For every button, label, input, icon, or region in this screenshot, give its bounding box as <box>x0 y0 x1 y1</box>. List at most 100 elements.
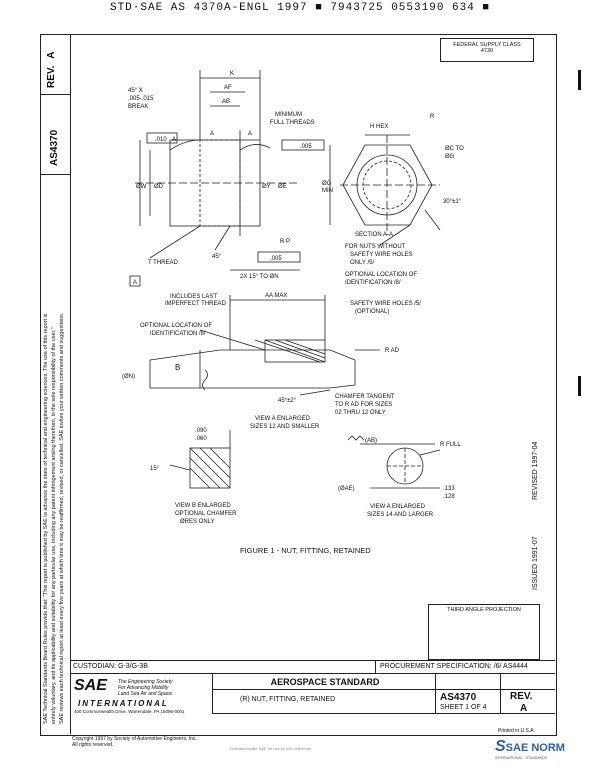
label-dia-c: ØC TO <box>445 146 464 152</box>
sheet-number: SHEET 1 OF 4 <box>440 704 487 711</box>
copyright: Copyright 1997 by Society of Automotive … <box>72 736 197 742</box>
printed-in: Printed in U.S.A. <box>498 728 535 734</box>
label-45-2: 45°±2° <box>278 398 297 404</box>
fsc-value: 4730 <box>480 48 494 54</box>
break-mark <box>202 369 208 391</box>
label-min: MIN <box>322 188 333 194</box>
third-angle-label: THIRD ANGLE PROJECTION <box>447 607 521 613</box>
label-090: .090 <box>195 428 207 434</box>
label-safety-wire-holes: SAFETY WIRE HOLES /5/ <box>350 301 421 307</box>
federal-supply-class-box: FEDERAL SUPPLY CLASS 4730 <box>440 38 534 62</box>
document-header-line: STD·SAE AS 4370A-ENGL 1997 ■ 7943725 055… <box>109 2 491 14</box>
chamfer-curve <box>239 144 271 151</box>
label-for-nuts: FOR NUTS WITHOUT <box>345 244 406 250</box>
label-chamfer-tangent: CHAMFER TANGENT <box>335 394 395 400</box>
title-block: CUSTODIAN: G-3/G-3B PROCUREMENT SPECIFIC… <box>70 660 555 735</box>
label-r: R <box>430 114 435 120</box>
label-ab: AB <box>222 99 230 105</box>
label-optional: (OPTIONAL) <box>355 309 389 315</box>
title-doc-number: AS4370 <box>440 692 477 703</box>
scan-mark <box>578 376 581 396</box>
label-15-to-n: 2X 15° TO ØN <box>240 274 279 280</box>
label-ident8: IDENTIFICATION /8/ <box>345 280 401 286</box>
break-mark <box>347 435 365 441</box>
label-h-hex: H HEX <box>370 124 388 130</box>
label-view-b-only: ØRES ONLY <box>180 519 215 525</box>
standard-title: AEROSPACE STANDARD <box>270 677 380 687</box>
scan-mark <box>578 70 581 90</box>
watermark-sub: INTERNATIONAL · STANDARDS <box>495 756 548 760</box>
sae-norm-watermark: SSAE NORM INTERNATIONAL · STANDARDS <box>495 738 595 768</box>
label-only5: ONLY /5/ <box>350 260 374 266</box>
label-sizes-02-12: 02 THRU 12 ONLY <box>335 410 386 416</box>
tolerance-box-005 <box>281 139 325 151</box>
label-to-r-ad: TO R AD FOR SIZES <box>335 402 392 408</box>
figure-caption: FIGURE 1 - NUT, FITTING, RETAINED <box>240 546 371 555</box>
tolerance-box-010 <box>146 132 178 144</box>
label-datum-a-box: A <box>133 280 137 286</box>
procurement-spec: PROCUREMENT SPECIFICATION: /6/ AS4444 <box>380 663 528 670</box>
label-t-thread: T THREAD <box>148 260 178 266</box>
label-45: 45° <box>212 254 222 260</box>
label-safety-wire-only: SAFETY WIRE HOLES <box>350 252 413 258</box>
copyright-block: Copyright 1997 by Society of Automotive … <box>72 736 197 748</box>
label-r-full: R FULL <box>440 442 461 448</box>
label-section-aa: SECTION A-A <box>355 232 393 238</box>
third-angle-box: THIRD ANGLE PROJECTION <box>428 604 540 660</box>
label-r-ad: R AD <box>385 348 400 354</box>
label-060: .060 <box>195 436 207 442</box>
title-rev-label: REV. <box>510 691 533 702</box>
rights: All rights reserved. <box>72 742 114 748</box>
rev-box: REV. A <box>40 34 70 95</box>
tolerance-box-005b <box>257 251 301 263</box>
label-dia-d: ØD <box>154 184 164 190</box>
logo-international: INTERNATIONAL <box>78 699 169 708</box>
sidebar-strip: REV. A AS4370 SAE Technical Standards Bo… <box>40 34 71 734</box>
label-optional-loc2: OPTIONAL LOCATION OF <box>140 323 212 329</box>
label-128: .128 <box>443 494 455 500</box>
part-title: (R) NUT, FITTING, RETAINED <box>240 696 336 703</box>
fsc-label: FEDERAL SUPPLY CLASS <box>453 42 521 48</box>
safety-wire-region <box>264 339 326 363</box>
label-view-b-opt: OPTIONAL CHAMFER <box>175 511 237 517</box>
logo-address: 400 Commonwealth Drive, Warrendale, PA 1… <box>74 709 185 714</box>
label-includes-last: INCLUDES LAST <box>170 294 217 300</box>
sae-logo: SAE The Engineering Society For Advancin… <box>72 675 212 733</box>
label-dae: (ØAE) <box>338 486 355 492</box>
label-r-p: R P <box>280 239 290 245</box>
label-datum-a: A <box>172 137 176 143</box>
chamfer-curve <box>169 139 201 151</box>
label-15: 15° <box>150 466 160 472</box>
label-ident8b: IDENTIFICATION /8/ <box>150 331 206 337</box>
label-af: AF <box>224 85 232 91</box>
label-chamfer-dim: .005-.015 <box>128 96 154 102</box>
engineering-drawing: K AF AB 45° X .005-.015 BREAK MINIMUM FU… <box>122 70 464 555</box>
logo-line: For Advancing Mobility <box>118 685 169 691</box>
label-minimum: MINIMUM <box>275 112 302 118</box>
label-view-a: VIEW A ENLARGED <box>255 416 311 422</box>
drawing-sheet <box>40 34 557 736</box>
label-133: .133 <box>443 486 455 492</box>
label-chamfer: 45° X <box>128 88 143 94</box>
label-a-left: A <box>210 131 214 137</box>
label-tol-005b: .005 <box>270 256 282 262</box>
label-tol-005: .005 <box>300 144 312 150</box>
label-dia-c2: ØG <box>445 154 455 160</box>
label-full-threads: FULL THREADS <box>270 120 315 126</box>
title-rev-value: A <box>520 703 528 714</box>
watermark-sae: S <box>495 738 506 755</box>
label-a-right: A <box>248 131 252 137</box>
label-aa-max: AA MAX <box>265 293 287 299</box>
label-dia-w: ØW <box>136 184 147 190</box>
label-b: B <box>175 363 180 372</box>
faint-note: Licensed under SAE for use by IHS refere… <box>230 746 311 751</box>
label-optional-loc: OPTIONAL LOCATION OF <box>345 272 417 278</box>
label-dia-y: ØY <box>262 184 271 190</box>
label-dn: (ØN) <box>122 374 135 380</box>
doc-number-box: AS4370 <box>40 94 70 175</box>
datum-box-a <box>129 275 141 287</box>
logo-line: The Engineering Society <box>118 679 173 685</box>
label-view-b: VIEW B ENLARGED <box>175 503 231 509</box>
logo-line: Land Sea Air and Space <box>118 691 173 697</box>
label-view-a2: VIEW A ENLARGED <box>370 504 426 510</box>
